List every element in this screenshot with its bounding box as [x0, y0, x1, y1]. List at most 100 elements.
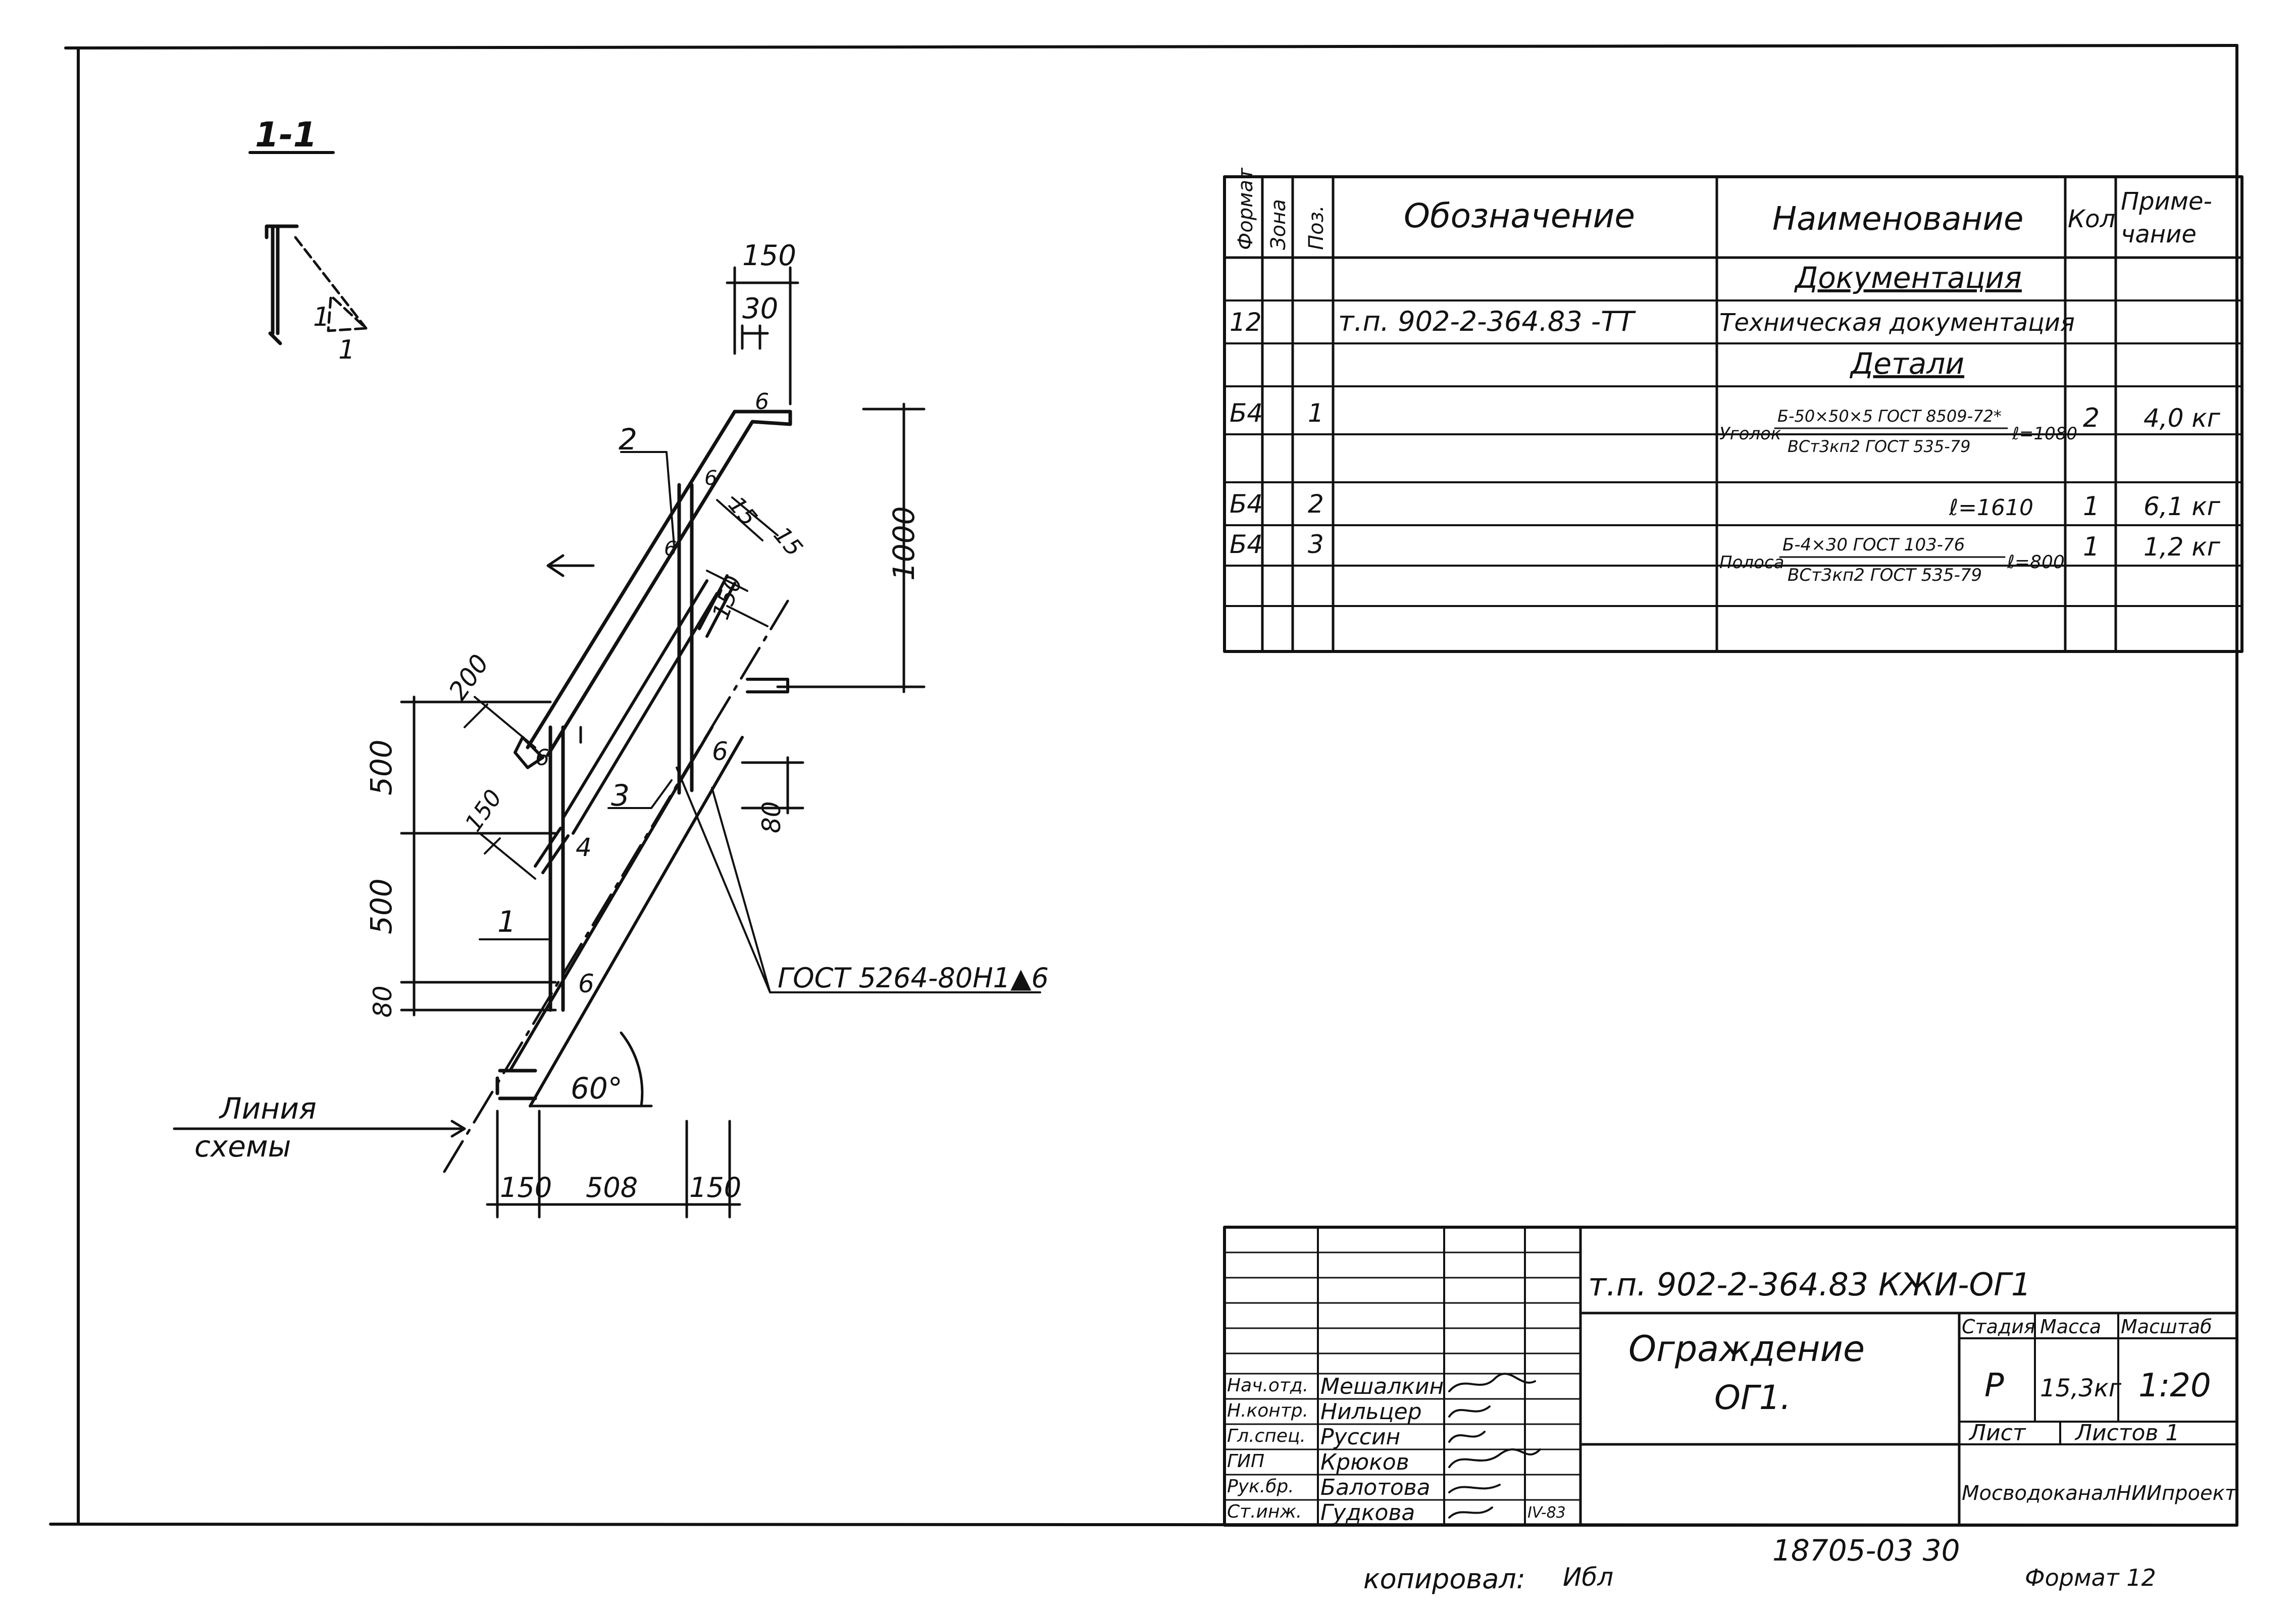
row3-len: ℓ=800 [2007, 552, 2065, 573]
dim-h-upper: 500 [364, 739, 398, 795]
footer-copied-sign: Ибл [1563, 1563, 1613, 1592]
pos-1: 1 [497, 904, 516, 939]
signature-4 [1448, 1484, 1501, 1493]
row1-note: 4,0 кг [2144, 404, 2221, 433]
dim-200 [464, 696, 536, 748]
leader-pos3 [607, 779, 673, 809]
staff-name-4: Балотова [1320, 1475, 1431, 1500]
top-rail-end [514, 736, 544, 769]
dim-strip [706, 570, 769, 627]
scheme-line [443, 599, 789, 1173]
signature-5 [1448, 1506, 1493, 1519]
footer-inventory: 18705-03 30 [1772, 1533, 1960, 1568]
row2-note: 6,1 кг [2144, 492, 2221, 521]
pos-6d: 6 [755, 389, 769, 415]
section-pos-1b: 1 [338, 335, 355, 365]
dim-flange-b: 15 [769, 521, 808, 562]
middle-rail [562, 579, 719, 835]
angle-arc [529, 1031, 653, 1108]
row3-prefix: Полоса [1719, 552, 1784, 573]
hdr-note-2: чание [2121, 220, 2197, 248]
tb-title-1: Ограждение [1628, 1328, 1865, 1370]
staff-name-3: Крюков [1320, 1449, 1409, 1475]
dim-200-label: 200 [443, 649, 494, 705]
tb-mass-label: Масса [2040, 1316, 2101, 1338]
staff-role-5: Ст.инж. [1227, 1501, 1302, 1522]
footer-format: Формат 12 [2025, 1564, 2156, 1591]
title-block-border [1223, 1226, 2238, 1527]
tb-sheet-label: Лист [1968, 1420, 2026, 1446]
section-details: Детали [1849, 346, 1964, 381]
dim-base-right: 150 [689, 1172, 741, 1203]
section-docs: Документация [1794, 261, 2022, 295]
section-angle-profile [265, 224, 299, 345]
signature-0 [1448, 1373, 1536, 1392]
pos-6a: 6 [578, 969, 594, 998]
dim-bottom [486, 1110, 741, 1219]
railing-view: 60° 150 30 1000 15 15 150 200 500 500 80… [173, 239, 1049, 1219]
row3-name-top: Б-4×30 ГОСТ 103-76 [1782, 535, 1965, 555]
dim-top-150: 150 [742, 239, 796, 272]
staff-role-4: Рук.бр. [1227, 1476, 1294, 1497]
dim-flange [716, 496, 779, 541]
tb-stage-label: Стадия [1962, 1316, 2035, 1338]
dim-strip-label: 150 [707, 572, 748, 623]
staff-role-2: Гл.спец. [1227, 1426, 1306, 1446]
base-plate [495, 1069, 537, 1100]
row2-qty: 1 [2083, 491, 2100, 522]
spec-table: Формат Зона Поз. Обозначение Наименовани… [1223, 167, 2243, 653]
staff-name-1: Нильцер [1320, 1399, 1422, 1425]
dim-top-30: 30 [742, 292, 778, 325]
row2-len: ℓ=1610 [1949, 495, 2033, 521]
hdr-zone: Зона [1267, 199, 1290, 250]
scheme-label-2: схемы [194, 1129, 291, 1164]
row1-pos: 1 [1308, 398, 1324, 428]
signature-2 [1448, 1431, 1486, 1443]
pos-2: 2 [619, 422, 637, 457]
pos-4: 4 [576, 833, 592, 862]
dim-h-base: 80 [368, 985, 397, 1018]
dim-right-80-label: 80 [757, 801, 786, 833]
signature-3 [1448, 1448, 1541, 1468]
row2-format: Б4 [1230, 489, 1263, 519]
scheme-leader [173, 1120, 466, 1138]
row1-qty: 2 [2083, 403, 2100, 433]
tb-stage: Р [1984, 1367, 2004, 1404]
pos-6f: 6 [664, 537, 677, 561]
section-1-1: 1-1 1 1 [248, 115, 368, 365]
dim-left-stack [400, 695, 557, 1017]
row3-name-bottom: ВСт3кп2 ГОСТ 535-79 [1788, 565, 1982, 585]
row1-name-bottom: ВСт3кп2 ГОСТ 535-79 [1788, 437, 1971, 456]
staff-name-2: Руссин [1320, 1424, 1400, 1450]
angle-label: 60° [571, 1071, 623, 1105]
dim-top [726, 266, 799, 406]
tb-mass: 15,3кг [2040, 1374, 2122, 1402]
frame-top [64, 44, 2238, 49]
leader-pos2 [620, 451, 675, 546]
staff-name-0: Мешалкин [1320, 1374, 1444, 1399]
row1-format: Б4 [1230, 398, 1263, 428]
row3-pos: 3 [1308, 530, 1324, 559]
tb-scale: 1:20 [2138, 1367, 2211, 1404]
dim-right-80 [741, 756, 804, 815]
pos-6c: 6 [535, 745, 549, 771]
hdr-qty: Кол [2068, 205, 2115, 233]
staff-role-0: Нач.отд. [1227, 1375, 1308, 1396]
weld-leader [676, 767, 1041, 993]
section-gusset [294, 236, 368, 332]
tb-code: т.п. 902-2-364.83 КЖИ-ОГ1 [1588, 1266, 2031, 1303]
hdr-designation: Обозначение [1404, 196, 1635, 235]
pos-3: 3 [611, 778, 630, 813]
tb-scale-label: Масштаб [2121, 1316, 2212, 1338]
row2-pos: 2 [1308, 489, 1324, 519]
footer-copied: копировал: [1363, 1563, 1525, 1595]
tb-title-2: ОГ1. [1714, 1378, 1791, 1417]
cut-mark-1 [546, 554, 595, 577]
row1-len: ℓ=1080 [2012, 424, 2077, 444]
hdr-format: Формат [1234, 167, 1257, 250]
dim-h-lower: 500 [364, 878, 398, 934]
row0-format: 12 [1230, 308, 1262, 337]
section-pos-1: 1 [313, 302, 330, 332]
dim-flange-a: 15 [723, 491, 763, 531]
